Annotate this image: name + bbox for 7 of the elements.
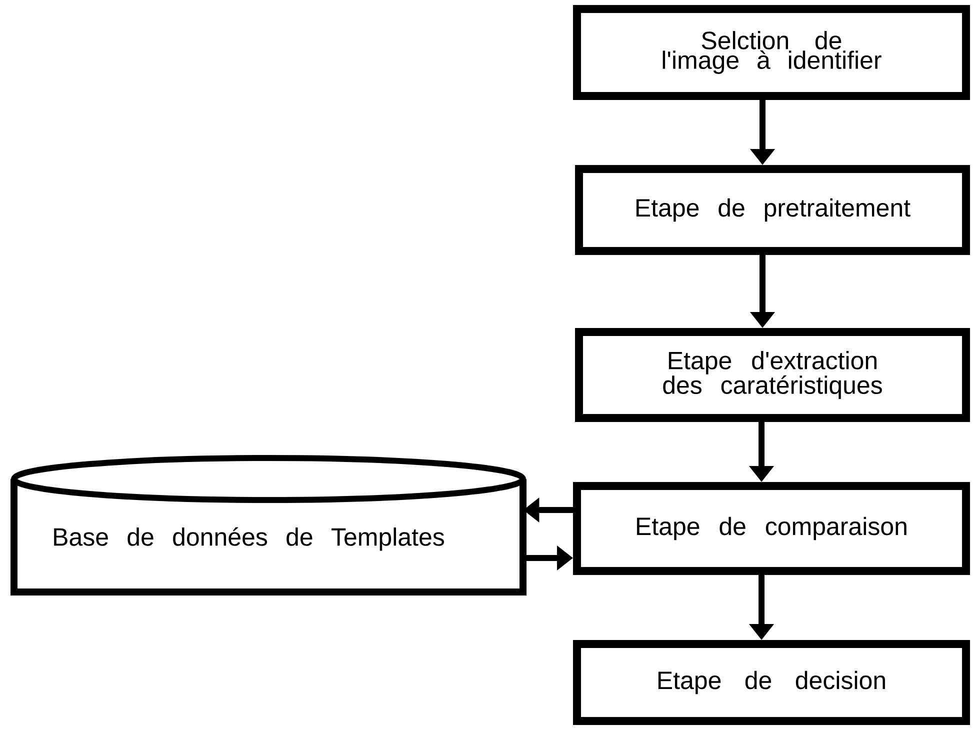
node-label: Base de données de Templates	[54, 527, 444, 551]
process-box: Etape d'extraction des caratéristiques	[575, 328, 970, 422]
process-box: Selction de l'image à identifier	[573, 5, 970, 100]
process-box: Etape de decision	[573, 640, 970, 725]
database-cylinder: Base de données de Templates	[10, 455, 526, 596]
process-box: Etape de pretraitement	[575, 165, 970, 255]
process-box: Etape de comparaison	[573, 482, 970, 575]
